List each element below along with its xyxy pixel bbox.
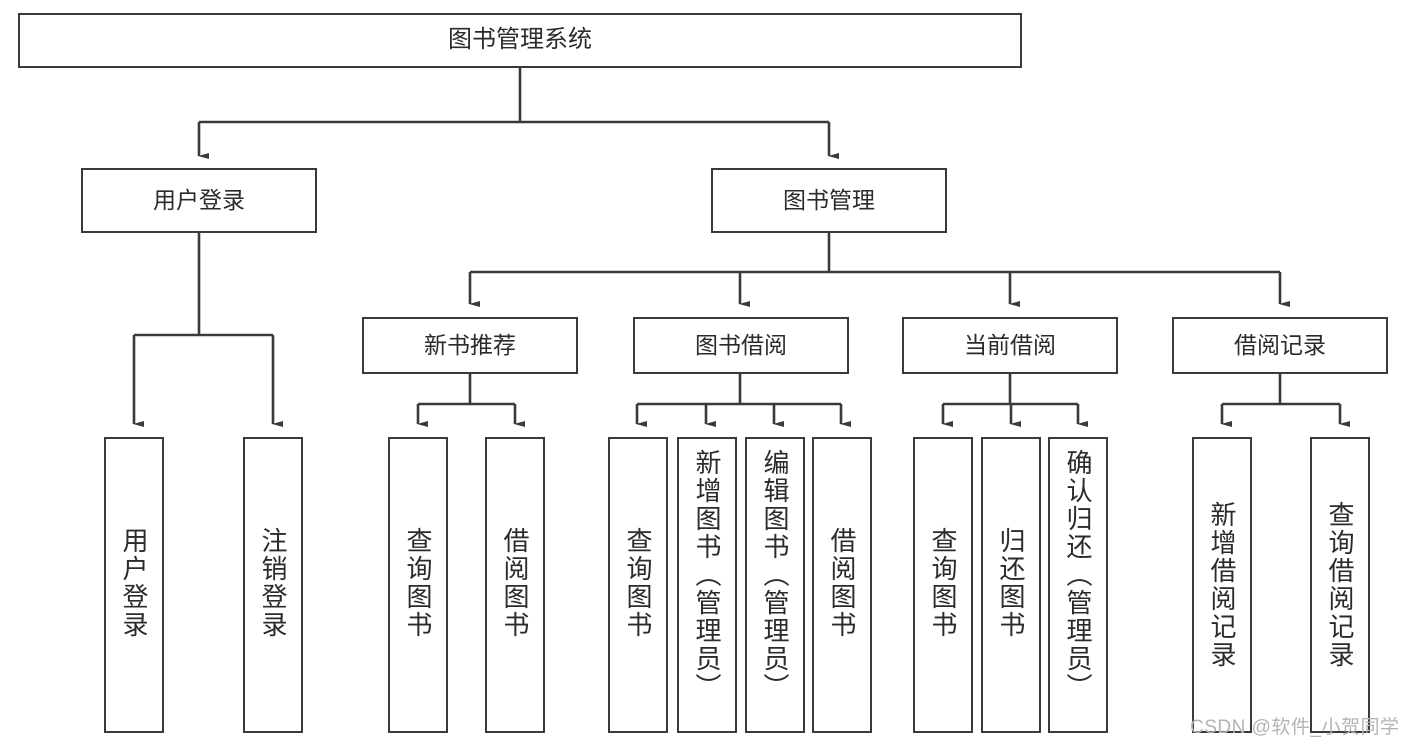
node-borrow-record[interactable]: 借阅记录: [1172, 317, 1388, 374]
leaf-logout-login[interactable]: 注销登录: [243, 437, 303, 733]
watermark: CSDN @软件_小贺同学: [1190, 717, 1400, 738]
leaf-query-book-3-label: 查询图书: [928, 527, 958, 639]
leaf-query-record-label: 查询借阅记录: [1325, 501, 1355, 669]
leaf-confirm-return[interactable]: 确认归还（管理员）: [1048, 437, 1108, 733]
node-root[interactable]: 图书管理系统: [18, 13, 1022, 68]
leaf-query-book-1[interactable]: 查询图书: [388, 437, 448, 733]
node-book-management-label: 图书管理: [783, 186, 875, 213]
leaf-edit-book[interactable]: 编辑图书（管理员）: [745, 437, 805, 733]
node-current-borrow[interactable]: 当前借阅: [902, 317, 1118, 374]
leaf-add-record-label: 新增借阅记录: [1207, 501, 1237, 669]
leaf-return-book[interactable]: 归还图书: [981, 437, 1041, 733]
leaf-edit-book-label: 编辑图书（管理员）: [760, 449, 790, 701]
node-new-book-recommend-label: 新书推荐: [424, 331, 516, 358]
leaf-borrow-book-2[interactable]: 借阅图书: [812, 437, 872, 733]
node-book-borrow-label: 图书借阅: [695, 331, 787, 358]
leaf-confirm-return-label: 确认归还（管理员）: [1063, 449, 1093, 701]
leaf-user-login[interactable]: 用户登录: [104, 437, 164, 733]
leaf-borrow-book-1[interactable]: 借阅图书: [485, 437, 545, 733]
node-book-borrow[interactable]: 图书借阅: [633, 317, 849, 374]
leaf-query-book-2[interactable]: 查询图书: [608, 437, 668, 733]
node-current-borrow-label: 当前借阅: [964, 331, 1056, 358]
leaf-add-record[interactable]: 新增借阅记录: [1192, 437, 1252, 733]
leaf-add-book-label: 新增图书（管理员）: [692, 449, 722, 701]
leaf-borrow-book-2-label: 借阅图书: [827, 527, 857, 639]
leaf-borrow-book-1-label: 借阅图书: [500, 527, 530, 639]
leaf-query-book-1-label: 查询图书: [403, 527, 433, 639]
leaf-user-login-label: 用户登录: [119, 527, 149, 639]
node-user-login-label: 用户登录: [153, 186, 245, 213]
leaf-return-book-label: 归还图书: [996, 527, 1026, 639]
node-borrow-record-label: 借阅记录: [1234, 331, 1326, 358]
leaf-query-book-3[interactable]: 查询图书: [913, 437, 973, 733]
leaf-query-book-2-label: 查询图书: [623, 527, 653, 639]
node-root-label: 图书管理系统: [448, 26, 592, 54]
leaf-query-record[interactable]: 查询借阅记录: [1310, 437, 1370, 733]
leaf-add-book[interactable]: 新增图书（管理员）: [677, 437, 737, 733]
node-new-book-recommend[interactable]: 新书推荐: [362, 317, 578, 374]
node-user-login[interactable]: 用户登录: [81, 168, 317, 233]
node-book-management[interactable]: 图书管理: [711, 168, 947, 233]
leaf-logout-login-label: 注销登录: [258, 527, 288, 639]
